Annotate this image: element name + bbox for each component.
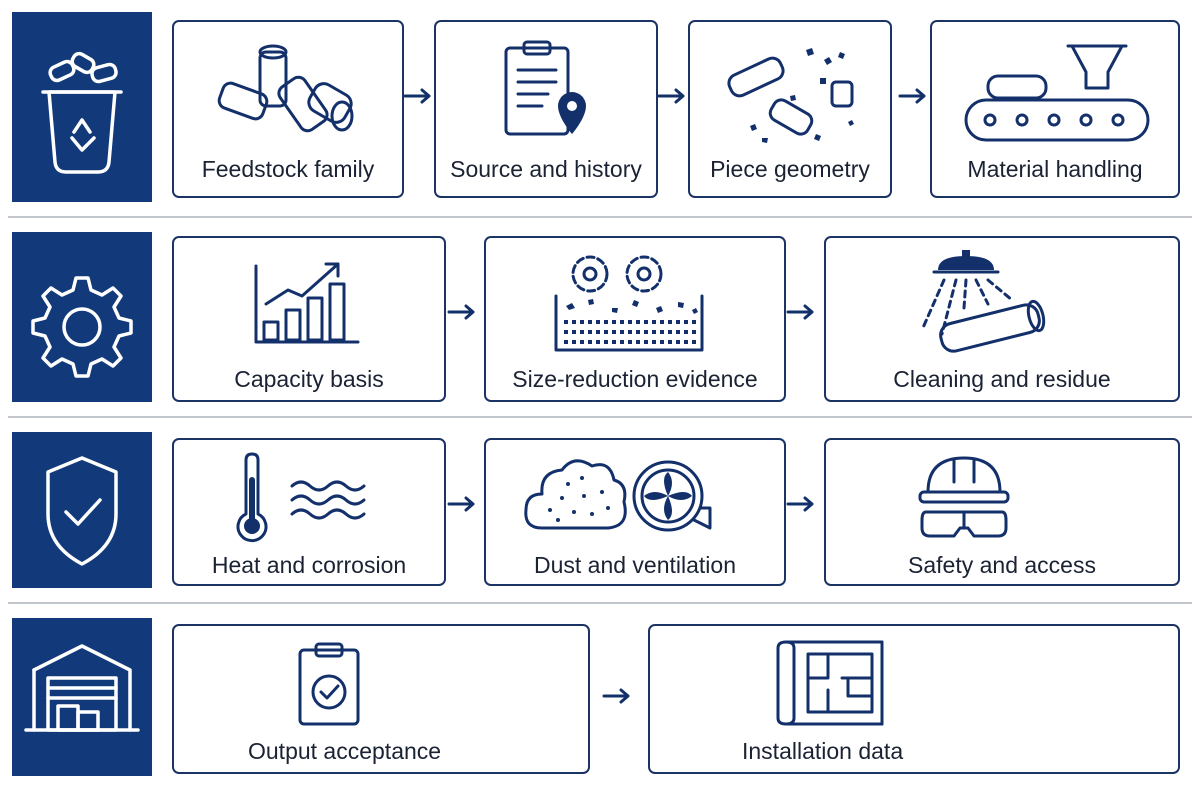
step-card-output-acceptance[interactable]: Output acceptance — [172, 624, 590, 774]
arrow-right-icon — [602, 688, 630, 704]
arrow-right-icon — [898, 88, 926, 104]
step-label: Output acceptance — [248, 738, 442, 764]
step-label: Piece geometry — [710, 156, 870, 182]
warehouse-icon — [24, 644, 140, 732]
arrow-right-icon — [786, 304, 814, 320]
thermometer-heat-icon — [236, 452, 366, 543]
arrow-right-icon — [657, 88, 685, 104]
arrow-right-icon — [447, 496, 475, 512]
step-label: Material handling — [967, 156, 1143, 182]
gear-icon — [31, 276, 133, 378]
step-card-cleaning-and-residue[interactable]: Cleaning and residue — [824, 236, 1180, 402]
step-label: Safety and access — [908, 552, 1096, 578]
step-label: Source and history — [450, 156, 642, 182]
step-label: Installation data — [742, 738, 904, 764]
step-label: Heat and corrosion — [211, 552, 407, 578]
bar-chart-trend-icon — [254, 262, 360, 344]
row-3-band — [12, 432, 152, 588]
arrow-right-icon — [786, 496, 814, 512]
dust-cloud-fan-icon — [524, 459, 712, 532]
step-card-piece-geometry[interactable]: Piece geometry — [688, 20, 892, 198]
arrow-right-icon — [447, 304, 475, 320]
step-card-capacity-basis[interactable]: Capacity basis — [172, 236, 446, 402]
step-card-material-handling[interactable]: Material handling — [930, 20, 1180, 198]
row-2-band — [12, 232, 152, 402]
row-separator — [8, 602, 1192, 604]
step-label: Capacity basis — [234, 366, 384, 392]
step-card-heat-and-corrosion[interactable]: Heat and corrosion — [172, 438, 446, 586]
spray-cleaning-pipe-icon — [920, 250, 1046, 353]
step-label: Dust and ventilation — [533, 552, 736, 578]
step-card-feedstock-family[interactable]: Feedstock family — [172, 20, 404, 198]
shredder-gears-icon — [554, 255, 704, 352]
row-1-band — [12, 12, 152, 202]
step-label: Cleaning and residue — [893, 366, 1111, 392]
recycle-bin-icon — [41, 51, 123, 174]
arrow-right-icon — [403, 88, 431, 104]
step-card-installation-data[interactable]: Installation data — [648, 624, 1180, 774]
pipes-icon — [217, 44, 354, 133]
hard-hat-goggles-icon — [918, 456, 1010, 538]
row-separator — [8, 216, 1192, 218]
step-label: Size-reduction evidence — [512, 366, 758, 392]
floor-plan-icon — [776, 640, 884, 726]
conveyor-hopper-icon — [964, 44, 1150, 142]
step-card-dust-and-ventilation[interactable]: Dust and ventilation — [484, 438, 786, 586]
step-card-size-reduction-evidence[interactable]: Size-reduction evidence — [484, 236, 786, 402]
step-card-safety-and-access[interactable]: Safety and access — [824, 438, 1180, 586]
pipe-fragments-icon — [727, 48, 854, 143]
step-label: Feedstock family — [201, 156, 375, 182]
row-4-band — [12, 618, 152, 776]
shield-check-icon — [46, 456, 118, 566]
row-separator — [8, 416, 1192, 418]
step-card-source-and-history[interactable]: Source and history — [434, 20, 658, 198]
clipboard-check-icon — [298, 642, 360, 726]
clipboard-location-icon — [504, 40, 586, 136]
